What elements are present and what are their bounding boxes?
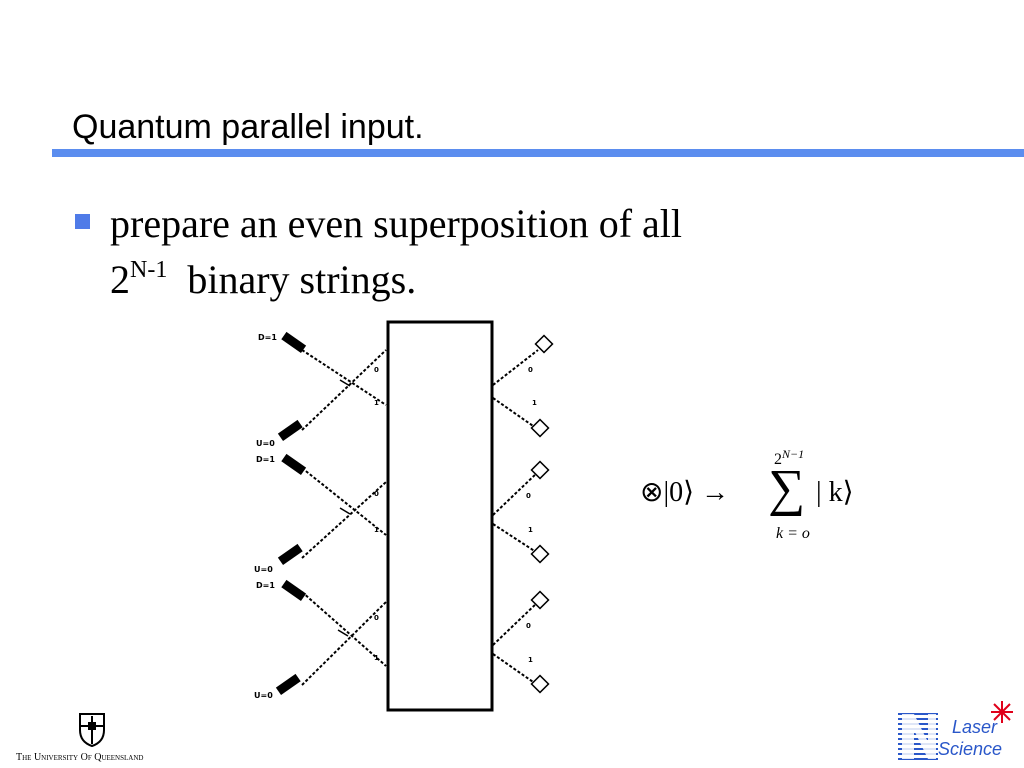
detector-icon: [530, 674, 550, 694]
sum-lower-limit: k = o: [776, 525, 810, 542]
detector-icon: [534, 334, 554, 354]
bullet-rest: binary strings.: [187, 257, 417, 302]
bullet-line-1: prepare an even superposition of all: [110, 201, 683, 246]
oracle-box: [386, 320, 494, 712]
detector-icon: [281, 579, 307, 601]
port-label: 1: [374, 654, 379, 662]
university-logo: The University Of Queensland: [16, 712, 166, 764]
superposition-formula: 2N−1 ⊗|0⟩ → ∑ | k⟩ k = o: [630, 445, 890, 555]
beam-splitter-diagram: D=1 U=0 0 1 0 1 D=1 U=0 0 1 0 1: [254, 320, 554, 712]
sum-symbol: ∑: [768, 460, 806, 517]
ket-k: | k⟩: [816, 477, 854, 508]
detector-icon: [530, 544, 550, 564]
port-label: D=1: [256, 581, 275, 590]
bullet-line-2: 2N-1 binary strings.: [110, 252, 682, 308]
laser-science-mark-icon: [898, 713, 938, 760]
detector-icon: [530, 418, 550, 438]
lab-name: Laser Science: [938, 716, 1002, 760]
title-rule: [52, 149, 1024, 157]
detector-icon: [530, 460, 550, 480]
port-label: 1: [374, 399, 379, 407]
sum-upper-limit: 2N−1: [774, 447, 804, 469]
detector-icon: [277, 419, 303, 441]
lab-name-line-1: Laser: [952, 717, 998, 737]
bullet-square-icon: [75, 214, 90, 229]
port-label: 1: [528, 526, 533, 534]
port-label: U=0: [256, 439, 275, 448]
lab-name-line-2: Science: [938, 739, 1003, 759]
port-label: 0: [374, 490, 379, 498]
port-label: 1: [528, 656, 533, 664]
upper-base: 2: [774, 451, 782, 468]
port-label: D=1: [258, 333, 277, 342]
bullet-exponent: N-1: [130, 257, 168, 283]
port-label: 0: [374, 366, 379, 374]
input-group-1: [301, 349, 387, 431]
port-label: 0: [374, 614, 379, 622]
university-crest-icon: [79, 713, 105, 748]
slide-title: Quantum parallel input.: [72, 108, 424, 146]
university-name: The University Of Queensland: [16, 752, 144, 763]
port-label: D=1: [256, 455, 275, 464]
detector-icon: [275, 673, 301, 695]
port-label: 1: [374, 526, 379, 534]
bullet-base: 2: [110, 257, 130, 302]
input-group-3: [301, 591, 387, 686]
laser-star-icon: [991, 701, 1013, 723]
bullet-text: prepare an even superposition of all 2N-…: [110, 196, 682, 308]
detector-icon: [530, 590, 550, 610]
port-label: 0: [526, 622, 531, 630]
port-label: 0: [526, 492, 531, 500]
port-label: U=0: [254, 691, 273, 700]
laser-science-logo: Laser Science: [898, 700, 1018, 764]
port-label: 1: [532, 399, 537, 407]
port-label: U=0: [254, 565, 273, 574]
tensor-zero-ket: ⊗|0⟩ →: [640, 477, 729, 508]
input-group-2: [301, 467, 387, 559]
upper-exponent: N−1: [782, 447, 805, 461]
detector-icon: [281, 453, 307, 475]
detector-icon: [281, 331, 307, 353]
detector-icon: [277, 543, 303, 565]
port-label: 0: [528, 366, 533, 374]
